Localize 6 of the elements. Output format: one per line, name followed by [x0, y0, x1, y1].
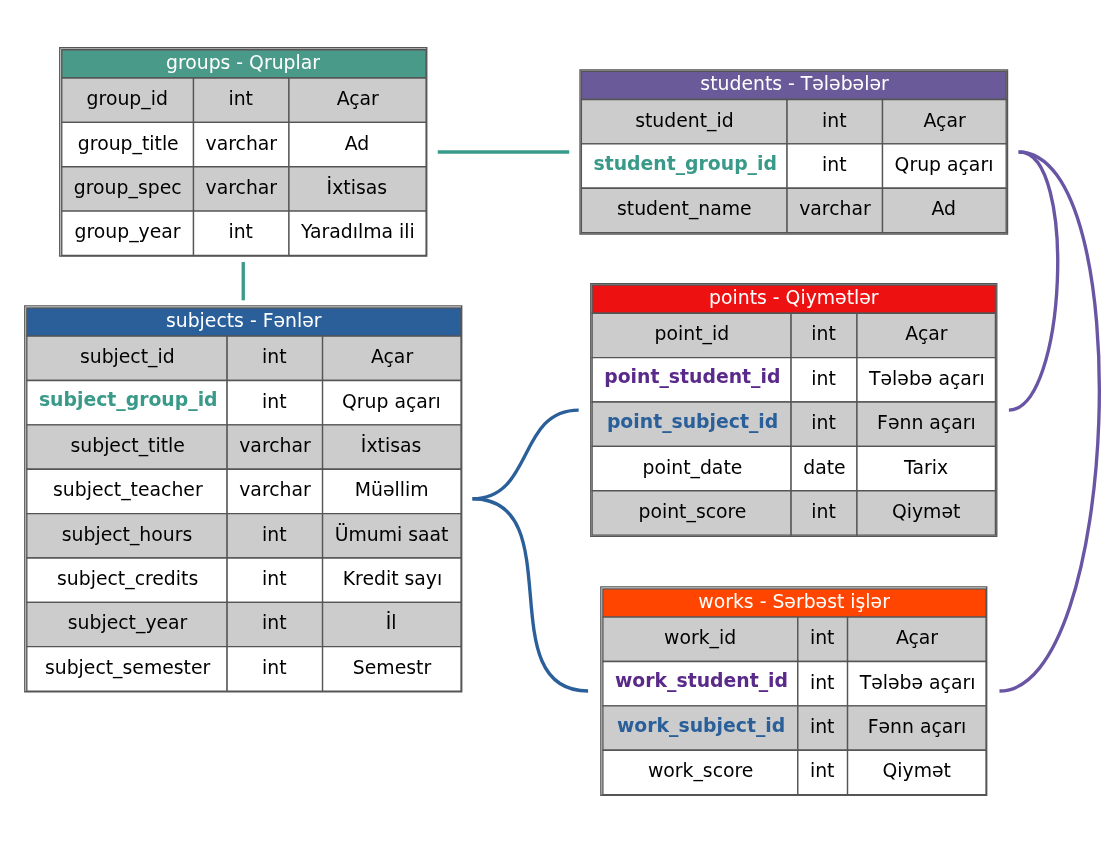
connector: [998, 149, 1101, 693]
connector: [241, 261, 245, 300]
connector: [1008, 149, 1060, 412]
connector: [437, 149, 570, 154]
connector: [472, 496, 589, 693]
connector: [472, 407, 579, 500]
